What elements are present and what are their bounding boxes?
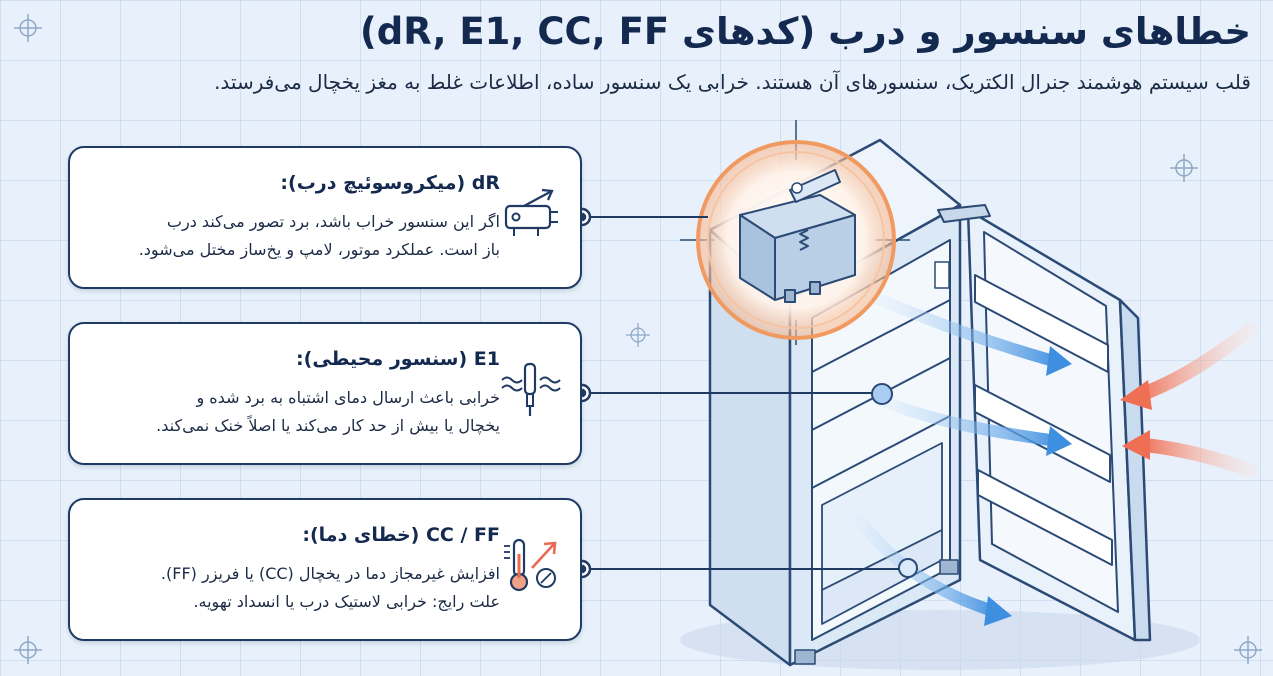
card-ambient-sensor: E1 (سنسور محیطی): خرابی باعث ارسال دمای … (68, 322, 582, 465)
ambient-sensor-icon (501, 362, 561, 416)
card-body-line: خرابی باعث ارسال دمای اشتباه به برد شده … (196, 388, 500, 407)
page-subtitle: قلب سیستم هوشمند جنرال الکتریک، سنسورهای… (214, 70, 1251, 94)
crosshair-icon (626, 323, 650, 347)
card-body-line: علت رایج: خرابی لاستیک درب یا انسداد تهو… (193, 592, 500, 611)
card-title: E1 (سنسور محیطی): (296, 348, 500, 370)
card-body-line: اگر این سنسور خراب باشد، برد تصور می‌کند… (166, 212, 500, 231)
card-title: dR (میکروسوئیچ درب): (280, 172, 500, 194)
microswitch-icon (504, 188, 558, 236)
card-title: CC / FF (خطای دما): (302, 524, 500, 546)
card-body-line: یخچال یا بیش از حد کار می‌کند یا اصلاً خ… (156, 416, 500, 435)
card-temperature-error: CC / FF (خطای دما): افزایش غیرمجاز دما د… (68, 498, 582, 641)
card-door-switch: dR (میکروسوئیچ درب): اگر این سنسور خراب … (68, 146, 582, 289)
crosshair-icon (1170, 154, 1198, 182)
card-body: اگر این سنسور خراب باشد، برد تصور می‌کند… (100, 208, 500, 264)
crosshair-icon (1234, 636, 1262, 664)
card-body-line: افزایش غیرمجاز دما در یخچال (CC) یا فریز… (160, 564, 500, 583)
microswitch-zoom (680, 120, 910, 345)
ambient-sensor-marker (871, 383, 893, 405)
card-body: خرابی باعث ارسال دمای اشتباه به برد شده … (100, 384, 500, 440)
page-title: خطاهای سنسور و درب (کدهای dR, E1, CC, FF… (359, 10, 1251, 53)
temperature-sensor-marker (898, 558, 918, 578)
cold-air-arrows (854, 294, 1072, 626)
thermometer-rising-icon (504, 538, 557, 592)
crosshair-icon (14, 14, 42, 42)
warm-air-arrows (1120, 323, 1257, 477)
card-body-line: باز است. عملکرد موتور، لامپ و یخ‌ساز مخت… (138, 240, 500, 259)
card-body: افزایش غیرمجاز دما در یخچال (CC) یا فریز… (100, 560, 500, 616)
crosshair-icon (14, 636, 42, 664)
connector-lines (582, 216, 899, 570)
